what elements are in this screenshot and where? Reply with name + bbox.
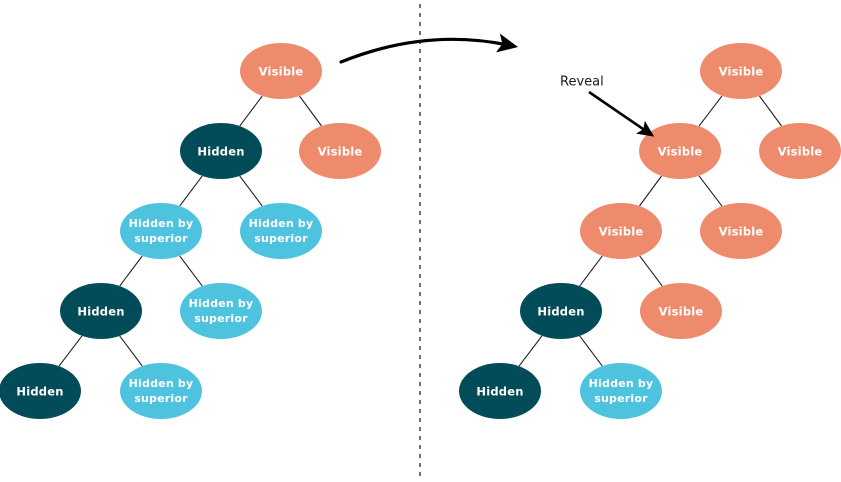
left-tree-edges bbox=[58, 95, 323, 367]
node-ellipse bbox=[60, 283, 142, 339]
reveal-label: Reveal bbox=[560, 75, 604, 90]
node-label-line1: Hidden by bbox=[129, 377, 194, 390]
node-ellipse bbox=[0, 363, 81, 419]
tree-edge bbox=[119, 335, 143, 367]
node-label: Visible bbox=[719, 65, 764, 79]
node-ellipse bbox=[700, 203, 782, 259]
node-ellipse bbox=[180, 123, 262, 179]
left-node-hidden-by-superior[interactable]: Hidden by superior bbox=[180, 283, 262, 339]
tree-edge bbox=[239, 175, 263, 207]
node-label: Visible bbox=[778, 145, 823, 159]
tree-edge bbox=[698, 175, 723, 207]
node-ellipse bbox=[120, 363, 202, 419]
tree-edge bbox=[58, 335, 83, 367]
node-label-line1: Hidden by bbox=[129, 217, 194, 230]
tree-edge bbox=[639, 255, 663, 287]
node-label: Visible bbox=[259, 65, 304, 79]
node-label-line2: superior bbox=[594, 392, 648, 405]
right-node-hidden[interactable]: Hidden bbox=[520, 283, 602, 339]
reveal-arrow-icon bbox=[588, 90, 655, 137]
node-ellipse bbox=[520, 283, 602, 339]
tree-edge bbox=[579, 335, 603, 367]
annotations: Reveal bbox=[339, 33, 655, 137]
node-label-line2: superior bbox=[134, 232, 188, 245]
node-label: Hidden bbox=[197, 145, 244, 159]
right-tree-edges bbox=[518, 95, 783, 367]
left-node-hidden[interactable]: Hidden bbox=[180, 123, 262, 179]
node-ellipse bbox=[639, 123, 721, 179]
right-node-hidden-by-superior[interactable]: Hidden by superior bbox=[580, 363, 662, 419]
left-node-visible[interactable]: Visible bbox=[240, 43, 322, 99]
node-ellipse bbox=[299, 123, 381, 179]
node-label-line2: superior bbox=[134, 392, 188, 405]
right-node-hidden[interactable]: Hidden bbox=[459, 363, 541, 419]
node-label: Hidden bbox=[476, 385, 523, 399]
tree-edge bbox=[239, 95, 263, 127]
tree-edge bbox=[638, 175, 663, 207]
left-node-hidden[interactable]: Hidden bbox=[0, 363, 81, 419]
node-label-line1: Hidden by bbox=[189, 297, 254, 310]
node-label: Hidden bbox=[537, 305, 584, 319]
tree-edge bbox=[758, 95, 783, 127]
tree-edge bbox=[119, 255, 143, 287]
node-ellipse bbox=[240, 43, 322, 99]
left-node-hidden-by-superior[interactable]: Hidden by superior bbox=[120, 203, 202, 259]
node-ellipse bbox=[759, 123, 841, 179]
node-label: Visible bbox=[658, 145, 703, 159]
node-ellipse bbox=[640, 283, 722, 339]
node-ellipse bbox=[580, 203, 662, 259]
right-node-visible[interactable]: Visible bbox=[639, 123, 721, 179]
right-node-visible[interactable]: Visible bbox=[759, 123, 841, 179]
node-label: Visible bbox=[599, 225, 644, 239]
node-ellipse bbox=[700, 43, 782, 99]
right-node-visible[interactable]: Visible bbox=[700, 43, 782, 99]
node-label-line1: Hidden by bbox=[249, 217, 314, 230]
node-label: Visible bbox=[719, 225, 764, 239]
right-node-visible[interactable]: Visible bbox=[640, 283, 722, 339]
node-ellipse bbox=[180, 283, 262, 339]
left-node-hidden-by-superior[interactable]: Hidden by superior bbox=[120, 363, 202, 419]
node-label: Visible bbox=[318, 145, 363, 159]
transition-arrow-icon bbox=[339, 33, 519, 64]
tree-edge bbox=[179, 255, 203, 287]
left-node-hidden-by-superior[interactable]: Hidden by superior bbox=[240, 203, 322, 259]
left-node-visible[interactable]: Visible bbox=[299, 123, 381, 179]
tree-edge bbox=[179, 175, 203, 207]
node-ellipse bbox=[580, 363, 662, 419]
node-ellipse bbox=[120, 203, 202, 259]
right-node-visible[interactable]: Visible bbox=[580, 203, 662, 259]
node-ellipse bbox=[459, 363, 541, 419]
node-label-line1: Hidden by bbox=[589, 377, 654, 390]
node-label: Visible bbox=[659, 305, 704, 319]
node-label: Hidden bbox=[16, 385, 63, 399]
left-node-hidden[interactable]: Hidden bbox=[60, 283, 142, 339]
tree-edge bbox=[579, 255, 603, 287]
right-node-visible[interactable]: Visible bbox=[700, 203, 782, 259]
node-label: Hidden bbox=[77, 305, 124, 319]
tree-edge bbox=[698, 95, 723, 127]
node-label-line2: superior bbox=[194, 312, 248, 325]
tree-edge bbox=[298, 95, 323, 127]
tree-edge bbox=[518, 335, 543, 367]
node-label-line2: superior bbox=[254, 232, 308, 245]
node-ellipse bbox=[240, 203, 322, 259]
